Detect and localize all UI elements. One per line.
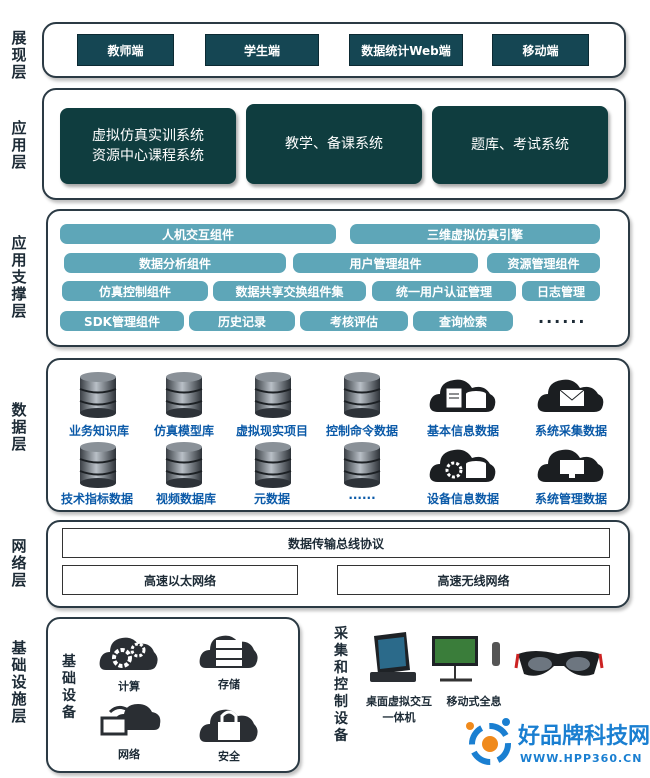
wireless-network[interactable]: 高速无线网络 [337, 565, 610, 595]
mobile-client-button[interactable]: 移动端 [492, 34, 589, 66]
history-record[interactable]: 历史记录 [189, 311, 295, 331]
query-search[interactable]: 查询检索 [413, 311, 513, 331]
user-management-component[interactable]: 用户管理组件 [293, 253, 478, 273]
3d-glasses-icon [514, 651, 604, 676]
desktop-vr-terminal-icon [370, 632, 416, 682]
more-ellipsis: ...... [538, 308, 587, 327]
basic-equipment-title: 基础设备 [62, 654, 76, 721]
web-statistics-button[interactable]: 数据统计Web端 [349, 34, 463, 66]
data-label: 虚拟现实项目 [235, 424, 308, 438]
basic-equipment-panel [46, 617, 300, 773]
mobile-holographic-label: 移动式全息 [446, 695, 502, 708]
layer-label-application: 应用层 [11, 119, 27, 171]
watermark: 好品牌科技网 WWW.HPP360.CN [460, 712, 650, 774]
student-client-button[interactable]: 学生端 [205, 34, 319, 66]
database-icon [164, 372, 204, 418]
database-icon [342, 372, 382, 418]
infra-label: 网络 [118, 748, 140, 761]
database-icon [253, 372, 293, 418]
network-cloud-icon [100, 704, 161, 736]
mobile-holographic-device-icon [432, 636, 478, 682]
database-icon [164, 442, 204, 488]
app-box-label: 题库、考试系统 [471, 137, 569, 153]
security-cloud-icon [199, 709, 258, 742]
data-label: 仿真模型库 [153, 424, 214, 438]
collection-control-title: 采集和控制设备 [334, 626, 348, 744]
desktop-vr-label: 桌面虚拟交互一体机 [366, 695, 432, 724]
layer-label-presentation: 展现层 [11, 29, 27, 81]
ethernet-network[interactable]: 高速以太网络 [62, 565, 298, 595]
data-label: 系统管理数据 [534, 492, 607, 506]
watermark-brand: 好品牌科技网 [518, 724, 650, 749]
sim-control-component[interactable]: 仿真控制组件 [62, 281, 208, 301]
layer-label-data: 数据层 [11, 401, 27, 453]
hci-component[interactable]: 人机交互组件 [60, 224, 336, 244]
virtual-sim-training-system[interactable]: 虚拟仿真实训系统 资源中心课程系统 [60, 108, 236, 184]
data-sharing-component-set[interactable]: 数据共享交换组件集 [213, 281, 366, 301]
cloud-document-database-icon [428, 372, 498, 418]
log-management[interactable]: 日志管理 [522, 281, 600, 301]
layer-label-infrastructure: 基础设施层 [11, 639, 27, 725]
assessment-evaluation[interactable]: 考核评估 [300, 311, 408, 331]
compute-cloud-icon [99, 637, 158, 670]
infra-label: 计算 [118, 680, 140, 693]
data-label: 设备信息数据 [426, 492, 499, 506]
database-icon [253, 442, 293, 488]
data-label: ...... [348, 488, 376, 502]
cloud-monitor-icon [536, 442, 606, 488]
data-label: 系统采集数据 [534, 424, 607, 438]
data-label: 技术指标数据 [60, 492, 133, 506]
data-label: 基本信息数据 [426, 424, 499, 438]
resource-management-component[interactable]: 资源管理组件 [487, 253, 600, 273]
teaching-prep-system[interactable]: 教学、备课系统 [246, 104, 422, 184]
database-icon [78, 372, 118, 418]
cloud-gear-database-icon [428, 442, 498, 488]
database-icon [78, 442, 118, 488]
question-exam-system[interactable]: 题库、考试系统 [432, 106, 608, 184]
teacher-client-button[interactable]: 教师端 [77, 34, 174, 66]
data-bus-protocol[interactable]: 数据传输总线协议 [62, 528, 610, 558]
data-label: 视频数据库 [155, 492, 216, 506]
data-label: 控制命令数据 [325, 424, 398, 438]
sdk-management-component[interactable]: SDK管理组件 [60, 311, 184, 331]
cloud-mail-icon [536, 372, 606, 418]
data-panel [46, 358, 630, 512]
infra-label: 存储 [218, 678, 240, 691]
data-label: 业务知识库 [68, 424, 129, 438]
data-label: 元数据 [253, 492, 290, 506]
unified-auth-management[interactable]: 统一用户认证管理 [372, 281, 516, 301]
storage-cloud-icon [199, 635, 258, 668]
infra-label: 安全 [218, 750, 240, 763]
layer-label-network: 网络层 [11, 537, 27, 589]
watermark-logo-icon [466, 718, 511, 765]
app-box-label: 教学、备课系统 [285, 136, 383, 152]
data-analysis-component[interactable]: 数据分析组件 [64, 253, 286, 273]
3d-sim-engine[interactable]: 三维虚拟仿真引擎 [350, 224, 600, 244]
app-box-line-1: 虚拟仿真实训系统 [92, 128, 204, 144]
database-icon [342, 442, 382, 488]
layer-label-app-support: 应用支撑层 [11, 234, 27, 320]
watermark-url: WWW.HPP360.CN [520, 752, 643, 765]
handheld-controller-icon [492, 642, 500, 666]
app-box-line-2: 资源中心课程系统 [92, 148, 204, 164]
